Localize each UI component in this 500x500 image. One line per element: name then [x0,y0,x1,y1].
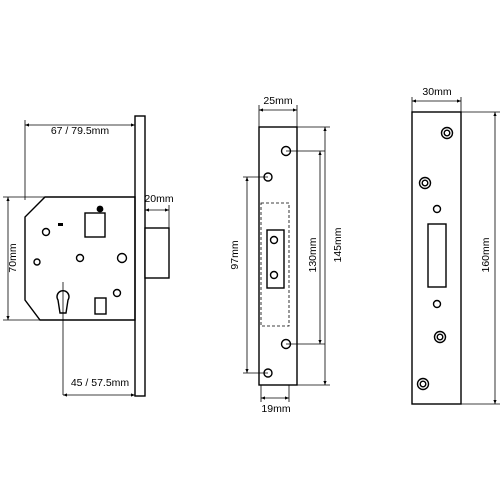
lock-follower-square [84,212,106,238]
keep-screw-upper-outer [418,176,432,190]
lock-cam-slot [94,297,107,315]
lock-screw-left [41,227,51,237]
forend-aperture-hole-top [269,235,279,245]
label-forend-length: 145mm [332,227,344,262]
forend-aperture-hole-bottom [269,270,279,280]
forend-bolt-recess [260,202,290,327]
lock-screw-right [116,252,128,264]
keep-screw-lower-outer [433,330,447,344]
label-keep-width: 30mm [422,86,451,98]
keep-screw-upper-inner [421,179,429,187]
lock-bolt [144,227,170,279]
lock-small-mark [58,223,63,226]
label-bolt-throw: 20mm [144,193,173,205]
label-keep-length: 160mm [480,237,492,272]
keep-hole-above-aperture [432,204,442,214]
lock-screw-low [112,288,122,298]
keep-plate [411,111,462,405]
keep-bolt-aperture [427,223,447,288]
keep-screw-bottom-outer [416,377,430,391]
label-forend-inner: 97mm [229,240,241,269]
forend-plate [258,126,298,386]
keep-plate-view: 30mm 160mm [411,86,500,405]
keep-screw-top-outer [440,126,454,140]
lock-screw-mid [75,253,85,263]
label-forend-width: 25mm [263,95,292,107]
lock-dot-top [96,205,104,213]
lock-forend-plate [134,115,146,397]
label-lock-width: 67 / 79.5mm [51,125,110,137]
lock-keyhole [56,290,70,314]
keep-screw-top-inner [443,129,451,137]
forend-plate-view: 25mm 97mm 130mm 145mm 19mm [229,95,344,415]
label-lock-height: 70mm [7,243,19,272]
label-forend-hole-centres: 130mm [307,237,319,272]
lock-case [24,196,136,321]
lock-body-view: 67 / 79.5mm 70mm 20mm 45 / 57.5mm [3,115,174,397]
label-backset: 45 / 57.5mm [71,377,130,389]
keep-screw-bottom-inner [419,380,427,388]
label-forend-bottom-width: 19mm [261,403,290,415]
keep-hole-below-aperture [432,299,442,309]
forend-bolt-aperture [266,229,285,289]
keep-screw-lower-inner [436,333,444,341]
lock-screw-small [33,258,41,266]
